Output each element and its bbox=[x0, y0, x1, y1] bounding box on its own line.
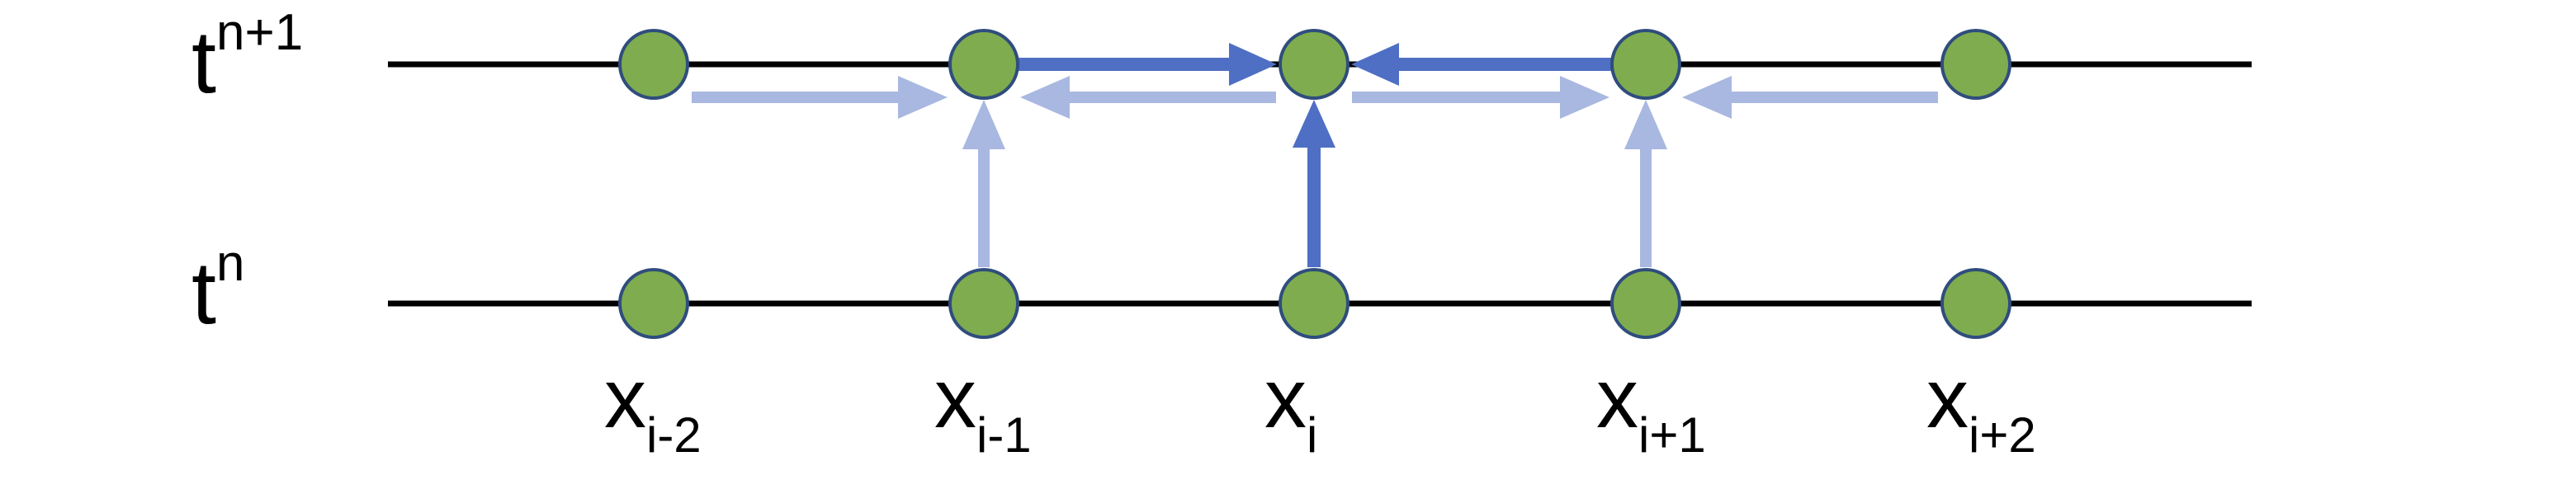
space-label-ip1: xi+1 bbox=[1596, 351, 1706, 463]
space-label-subscript: i-2 bbox=[646, 407, 702, 463]
dependency-arrows bbox=[692, 43, 1938, 267]
strong-arrow-im1-upper-to-i-upper bbox=[1018, 43, 1277, 86]
time-level-labels: tn+1tn bbox=[191, 4, 303, 342]
node-ip2-lower bbox=[1940, 268, 2011, 339]
light-arrow-ip1-lower-to-ip1-upper bbox=[1624, 100, 1667, 267]
node-ip2-upper bbox=[1940, 29, 2011, 100]
light-arrow-i-upper-to-im1-upper bbox=[1020, 76, 1276, 119]
space-label-subscript: i-1 bbox=[976, 407, 1032, 463]
node-ip1-upper bbox=[1610, 29, 1681, 100]
space-label-base: x bbox=[1926, 351, 1969, 445]
space-label-subscript: i+2 bbox=[1969, 407, 2036, 463]
node-im2-upper bbox=[618, 29, 689, 100]
space-label-im1: xi-1 bbox=[934, 351, 1032, 463]
strong-arrow-ip1-upper-to-i-upper bbox=[1351, 43, 1612, 86]
time-label-superscript: n+1 bbox=[216, 4, 303, 61]
time-label-base: t bbox=[191, 12, 216, 111]
space-label-im2: xi-2 bbox=[604, 351, 702, 463]
node-im1-lower bbox=[948, 268, 1019, 339]
strong-arrow-i-lower-to-i-upper bbox=[1293, 100, 1335, 267]
light-arrow-im1-lower-to-im1-upper bbox=[962, 100, 1005, 267]
grid-nodes bbox=[618, 29, 2011, 339]
node-im2-lower bbox=[618, 268, 689, 339]
space-label-base: x bbox=[1596, 351, 1638, 445]
node-i-upper bbox=[1279, 29, 1349, 100]
space-label-subscript: i+1 bbox=[1638, 407, 1706, 463]
light-arrow-i-upper-to-ip1-upper bbox=[1352, 76, 1609, 119]
light-arrow-ip2-upper-to-ip1-upper bbox=[1682, 76, 1938, 119]
node-im1-upper bbox=[948, 29, 1019, 100]
light-arrow-im2-upper-to-im1-upper bbox=[692, 76, 948, 119]
time-label-upper: tn+1 bbox=[191, 4, 303, 111]
time-label-base: t bbox=[191, 242, 216, 342]
time-label-lower: tn bbox=[191, 235, 245, 342]
space-label-base: x bbox=[604, 351, 646, 445]
space-label-i: xi bbox=[1264, 351, 1317, 463]
space-label-subscript: i bbox=[1307, 407, 1317, 463]
node-ip1-lower bbox=[1610, 268, 1681, 339]
space-label-ip2: xi+2 bbox=[1926, 351, 2036, 463]
space-label-base: x bbox=[934, 351, 976, 445]
time-label-superscript: n bbox=[216, 235, 244, 292]
node-i-lower bbox=[1279, 268, 1349, 339]
space-label-base: x bbox=[1264, 351, 1307, 445]
